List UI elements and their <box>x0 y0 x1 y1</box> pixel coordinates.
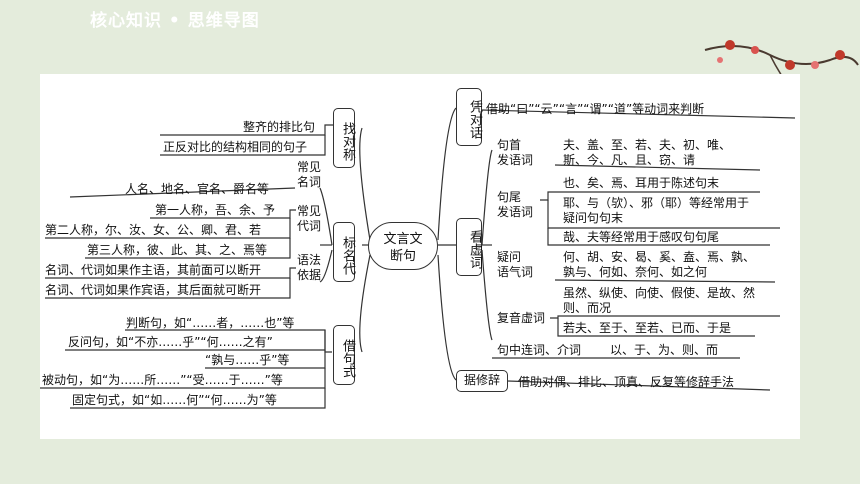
juzhong-label: 句中连词、介词 <box>497 343 582 357</box>
sub2-item-1: 第一人称，吾、余、予 <box>155 203 276 217</box>
sub1-label-b: 名词 <box>297 175 322 189</box>
sub2-item-3: 第三人称，彼、此、其、之、焉等 <box>87 243 268 257</box>
center-line1: 文言文 <box>383 232 423 247</box>
header-title: 核心知识 • 思维导图 <box>90 11 260 31</box>
juwei-label-b: 发语词 <box>497 205 534 219</box>
branch-juxiuci: 据修辞 <box>456 370 508 392</box>
jiejushi-item-3: “孰与……乎”等 <box>205 353 290 367</box>
sub3-label-a: 语法 <box>297 253 322 267</box>
zhaoduicheng-item-2: 正反对比的结构相同的句子 <box>163 140 308 154</box>
branch-zhaoduicheng: 找对称 <box>333 108 355 168</box>
juzhong-text: 以、于、为、则、而 <box>610 343 719 357</box>
juwei-item-3: 疑问句句末 <box>563 211 624 225</box>
branch-biaomingdai: 标名代 <box>333 222 355 282</box>
branch-kanxuci: 看虚词 <box>456 218 482 276</box>
sub3-item-1: 名词、代词如果作主语，其前面可以断开 <box>45 263 262 277</box>
fuyin-line2: 则、而况 <box>563 301 612 315</box>
juxiuci-text: 借助对偶、排比、顶真、反复等修辞手法 <box>518 375 735 389</box>
jiejushi-item-5: 固定句式，如“如……何”“何……为”等 <box>72 393 277 407</box>
juwei-item-4: 哉、夫等经常用于感叹句句尾 <box>563 230 720 244</box>
jiejushi-item-2: 反问句，如“不亦……乎”“何……之有” <box>68 335 273 349</box>
fuyin-line1: 虽然、纵使、向使、假使、是故、然 <box>563 286 756 300</box>
sub1-label-a: 常见 <box>297 160 322 174</box>
center-node: 文言文 断句 <box>368 222 438 270</box>
jiejushi-item-1: 判断句，如“……者，……也”等 <box>126 316 295 330</box>
juwei-label-a: 句尾 <box>497 190 522 204</box>
branch-pingduihua: 凭对话 <box>456 88 482 146</box>
fuyin-line3: 若夫、至于、至若、已而、于是 <box>563 321 732 335</box>
jushou-line1: 夫、盖、至、若、夫、初、唯、 <box>563 138 732 152</box>
sub3-label-b: 依据 <box>297 268 322 282</box>
juwei-item-1: 也、矣、焉、耳用于陈述句末 <box>563 176 720 190</box>
sub2-item-2: 第二人称，尔、汝、女、公、卿、君、若 <box>45 223 262 237</box>
sub2-label-b: 代词 <box>297 219 322 233</box>
yiwen-label-b: 语气词 <box>497 265 534 279</box>
jiejushi-item-4: 被动句，如“为……所……”“受……于……”等 <box>42 373 283 387</box>
pingduihua-text: 借助“曰”“云”“言”“谓”“道”等动词来判断 <box>486 102 705 116</box>
jushou-line2: 斯、今、凡、且、窃、请 <box>563 153 696 167</box>
yiwen-line2: 孰与、何如、奈何、如之何 <box>563 265 708 279</box>
zhaoduicheng-item-1: 整齐的排比句 <box>243 120 316 134</box>
yiwen-label-a: 疑问 <box>497 250 522 264</box>
jushou-label-a: 句首 <box>497 138 522 152</box>
sub2-label-a: 常见 <box>297 204 322 218</box>
sub3-item-2: 名词、代词如果作宾语，其后面就可断开 <box>45 283 262 297</box>
sub1-item-1: 人名、地名、官名、爵名等 <box>125 182 270 196</box>
branch-jiejushi: 借句式 <box>333 325 355 385</box>
fuyin-label: 复音虚词 <box>497 311 546 325</box>
center-line2: 断句 <box>389 249 416 264</box>
yiwen-line1: 何、胡、安、曷、奚、盍、焉、孰、 <box>563 250 756 264</box>
jushou-label-b: 发语词 <box>497 153 534 167</box>
juwei-item-2: 耶、与（欤）、邪（耶）等经常用于 <box>563 196 750 210</box>
